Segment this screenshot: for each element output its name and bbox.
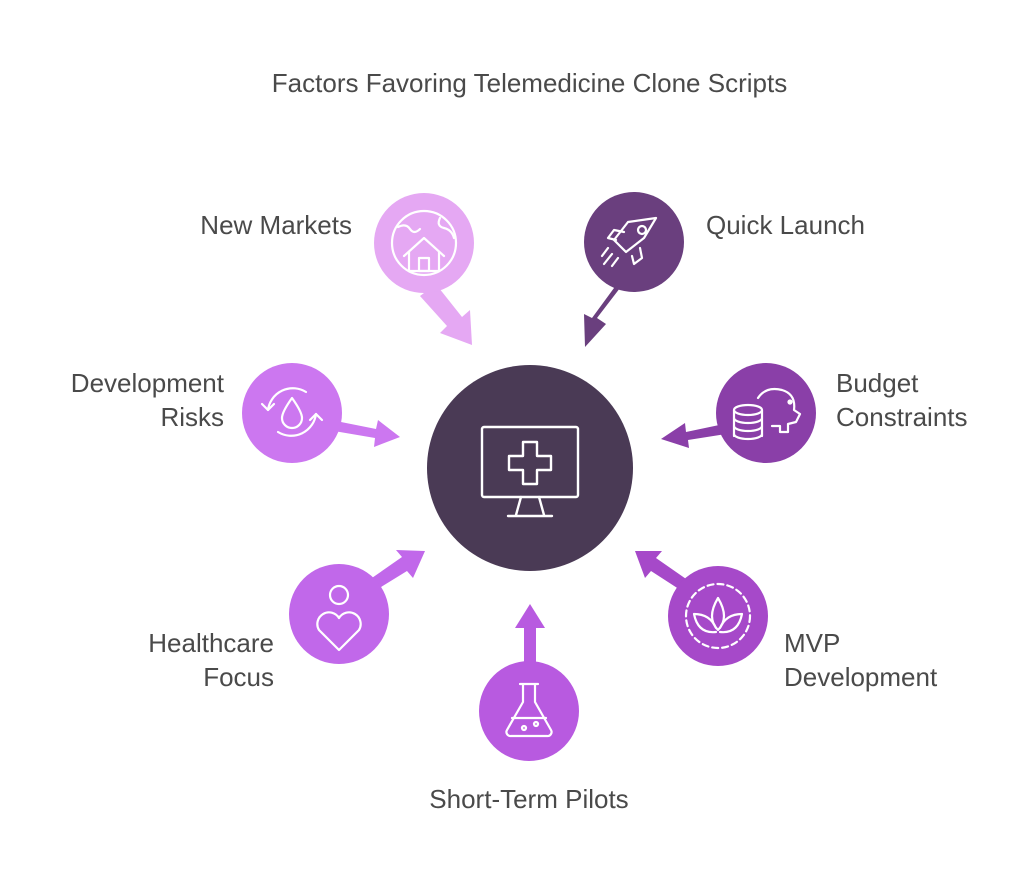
factor-node-development-risks [242, 363, 400, 463]
factor-node-mvp-development [635, 551, 768, 666]
person-heart-icon [316, 584, 362, 652]
label-healthcare-focus: Healthcare Focus [148, 628, 274, 692]
monitor-medical-cross-icon [480, 425, 580, 518]
factor-node-short-term-pilots [479, 604, 579, 761]
arrow-short-term-pilots [515, 604, 545, 665]
factor-node-healthcare-focus [289, 550, 425, 664]
arrow-development-risks [334, 420, 400, 447]
flask-icon [505, 682, 553, 738]
sprout-leaves-icon [684, 582, 752, 650]
factor-node-budget-constraints [661, 363, 816, 463]
cycle-drop-icon [260, 387, 324, 437]
arrow-mvp-development [635, 551, 689, 593]
arrow-new-markets [420, 283, 472, 345]
label-quick-launch: Quick Launch [706, 210, 865, 240]
factor-node-new-markets [374, 193, 474, 345]
label-mvp-development: MVP Development [784, 628, 938, 692]
arrow-healthcare-focus [369, 550, 425, 592]
label-short-term-pilots: Short-Term Pilots [429, 784, 629, 814]
piggy-bank-coins-icon [732, 387, 802, 441]
factor-node-quick-launch [584, 192, 684, 347]
diagram-title: Factors Favoring Telemedicine Clone Scri… [271, 68, 788, 98]
label-budget-constraints: Budget Constraints [836, 368, 968, 432]
arrow-budget-constraints [661, 423, 726, 448]
label-development-risks: Development Risks [70, 368, 224, 432]
globe-house-icon [390, 209, 458, 277]
label-new-markets: New Markets [200, 210, 352, 240]
rocket-icon [600, 216, 658, 268]
center-node [427, 365, 633, 571]
arrow-quick-launch [584, 282, 620, 347]
